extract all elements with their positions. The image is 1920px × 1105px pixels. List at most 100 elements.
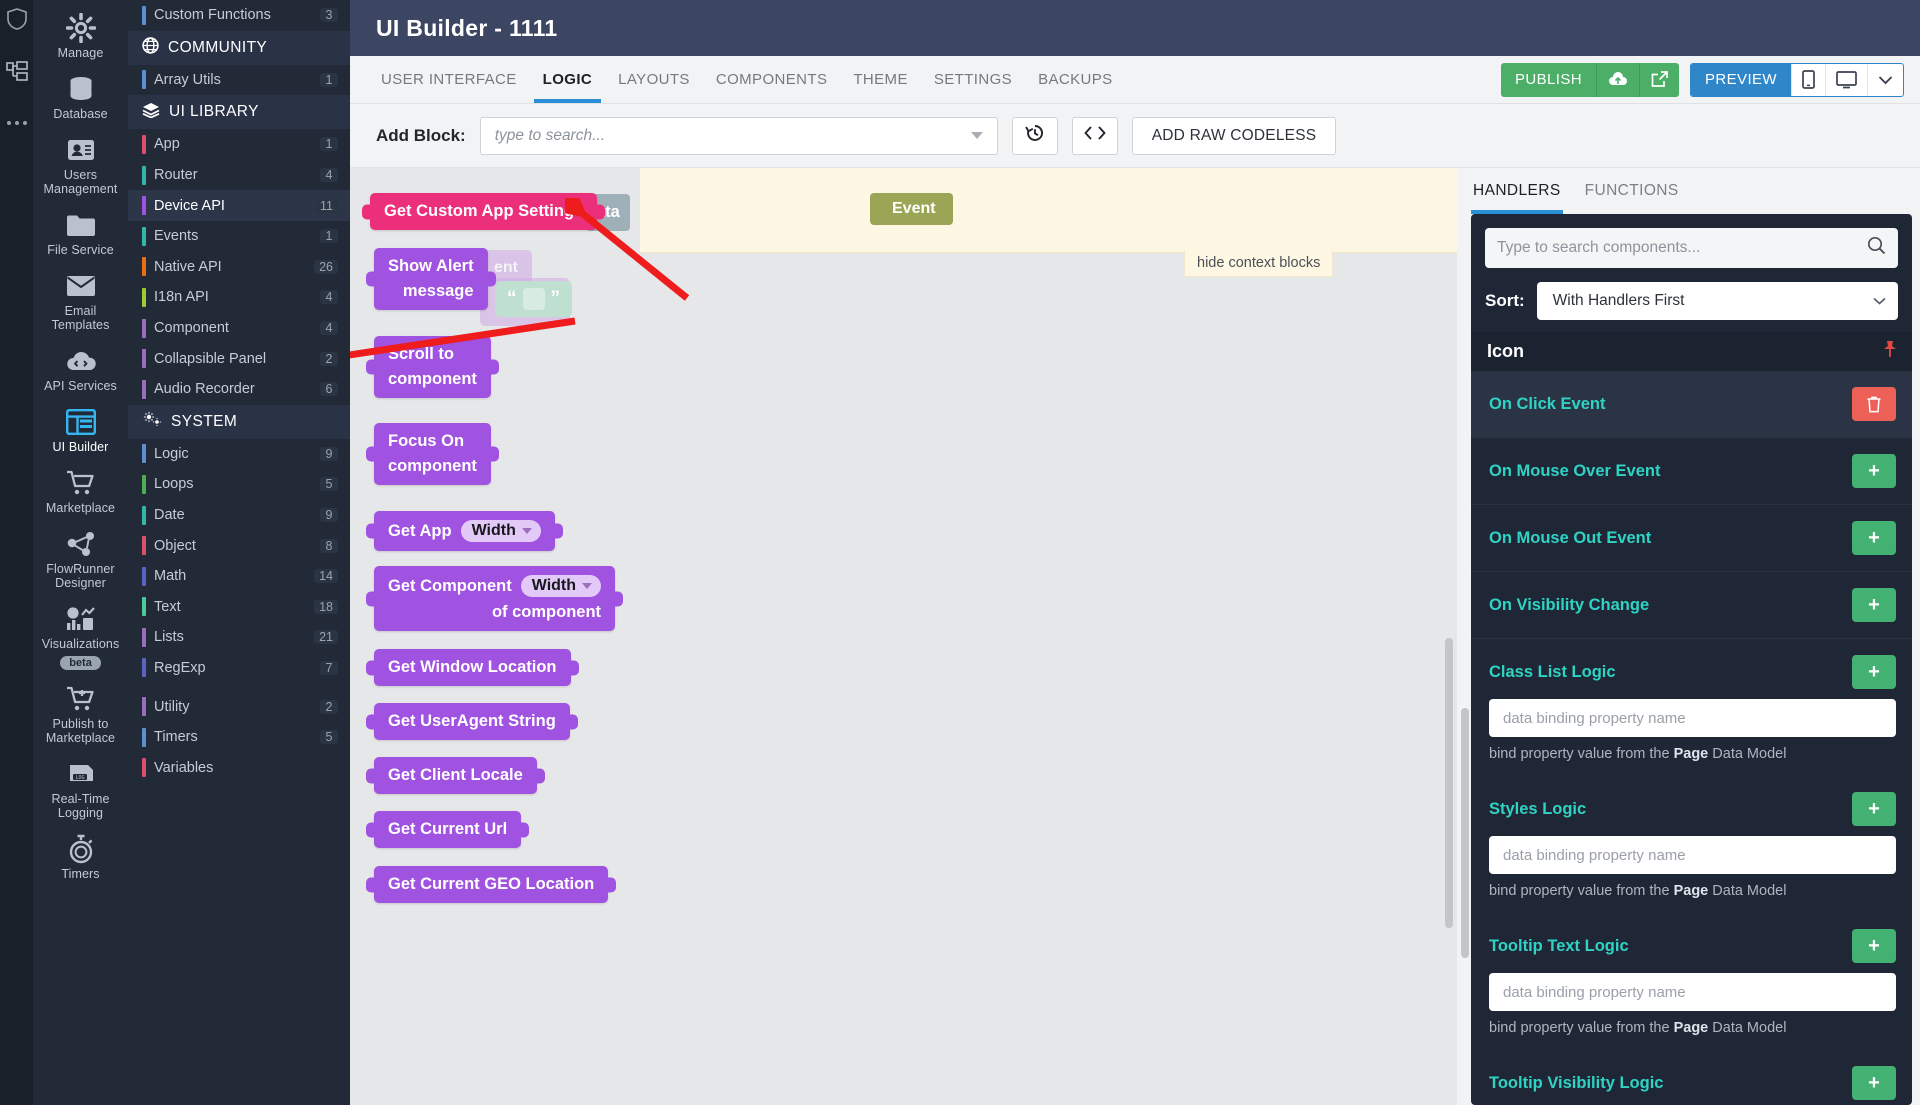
data-binding-input[interactable]: data binding property name xyxy=(1489,699,1896,737)
logic-section-styles-logic[interactable]: Styles Logic+ xyxy=(1471,776,1912,836)
desktop-icon[interactable] xyxy=(1825,63,1867,96)
canvas-scrollbar[interactable] xyxy=(1445,638,1453,928)
handler-row-on-visibility-change[interactable]: On Visibility Change+ xyxy=(1471,572,1912,639)
publish-button-group[interactable]: PUBLISH xyxy=(1501,62,1680,97)
mobile-icon[interactable] xyxy=(1791,63,1825,96)
tree-section-community[interactable]: COMMUNITY xyxy=(128,30,350,65)
tree-section-system[interactable]: SYSTEM xyxy=(128,404,350,439)
search-icon[interactable] xyxy=(1867,236,1886,260)
add-block-search[interactable] xyxy=(479,116,998,155)
add-logic-button[interactable]: + xyxy=(1852,929,1896,963)
sidebar-item-email-templates[interactable]: Email Templates xyxy=(33,264,128,339)
sitemap-icon[interactable] xyxy=(5,61,28,88)
publish-button[interactable]: PUBLISH xyxy=(1501,62,1598,97)
data-binding-input[interactable]: data binding property name xyxy=(1489,973,1896,1011)
external-link-icon[interactable] xyxy=(1640,62,1680,97)
blocks-canvas[interactable]: hide context blocks Event ata ent “ ” Ge… xyxy=(350,168,1457,1105)
more-icon[interactable] xyxy=(6,114,28,132)
chevron-down-icon[interactable] xyxy=(970,132,983,139)
component-search[interactable] xyxy=(1485,228,1898,268)
block-get-client-locale[interactable]: Get Client Locale xyxy=(366,757,545,794)
add-handler-button[interactable]: + xyxy=(1852,521,1896,555)
tree-section-ui-library[interactable]: UI LIBRARY xyxy=(128,95,350,130)
tab-logic[interactable]: LOGIC xyxy=(530,56,606,103)
cloud-upload-icon[interactable] xyxy=(1597,62,1641,97)
pin-icon[interactable] xyxy=(1882,340,1898,363)
block-get-useragent-string[interactable]: Get UserAgent String xyxy=(366,703,578,740)
add-handler-button[interactable]: + xyxy=(1852,588,1896,622)
add-logic-button[interactable]: + xyxy=(1852,1066,1896,1100)
sidebar-item-api-services[interactable]: API Services xyxy=(33,339,128,400)
tab-user-interface[interactable]: USER INTERFACE xyxy=(381,71,517,88)
sidebar-item-marketplace[interactable]: Marketplace xyxy=(33,461,128,522)
block-chip[interactable]: Width xyxy=(520,575,602,597)
handler-row-on-mouse-out-event[interactable]: On Mouse Out Event+ xyxy=(1471,505,1912,572)
sort-select[interactable]: With Handlers First xyxy=(1536,282,1898,320)
block-get-current-url[interactable]: Get Current Url xyxy=(366,811,530,848)
handler-row-on-mouse-over-event[interactable]: On Mouse Over Event+ xyxy=(1471,438,1912,505)
sidebar-item-manage[interactable]: Manage xyxy=(33,6,128,67)
sidebar-item-file-service[interactable]: File Service xyxy=(33,203,128,264)
right-panel-scrollbar[interactable] xyxy=(1461,708,1469,958)
handler-row-on-click-event[interactable]: On Click Event xyxy=(1471,371,1912,438)
add-logic-button[interactable]: + xyxy=(1852,792,1896,826)
block-chip[interactable]: Width xyxy=(460,520,541,542)
right-tab-functions[interactable]: FUNCTIONS xyxy=(1584,182,1679,199)
add-logic-button[interactable]: + xyxy=(1852,655,1896,689)
sidebar-item-flowrunner-designer[interactable]: FlowRunner Designer xyxy=(33,522,128,597)
sidebar-item-publish-to-marketplace[interactable]: Publish to Marketplace xyxy=(33,677,128,752)
add-handler-button[interactable]: + xyxy=(1852,454,1896,488)
tree-item-variables[interactable]: Variables xyxy=(128,752,350,783)
event-block[interactable]: Event xyxy=(870,193,953,225)
sidebar-item-timers[interactable]: Timers xyxy=(33,827,128,888)
code-button[interactable] xyxy=(1071,116,1118,155)
tab-theme[interactable]: THEME xyxy=(853,71,908,88)
logic-section-tooltip-text-logic[interactable]: Tooltip Text Logic+ xyxy=(1471,913,1912,973)
string-input-block[interactable]: “ ” xyxy=(495,281,572,317)
block-get-window-location[interactable]: Get Window Location xyxy=(366,649,579,686)
shield-icon[interactable] xyxy=(6,8,27,35)
sidebar-item-database[interactable]: Database xyxy=(33,67,128,128)
delete-handler-button[interactable] xyxy=(1852,387,1896,421)
component-search-input[interactable] xyxy=(1497,239,1859,257)
add-block-input[interactable] xyxy=(480,117,971,154)
logic-section-tooltip-visibility-logic[interactable]: Tooltip Visibility Logic+ xyxy=(1471,1050,1912,1105)
block-get-custom-app-settings[interactable]: Get Custom App Settings xyxy=(362,193,606,230)
preview-button-group[interactable]: PREVIEW xyxy=(1690,62,1904,97)
tab-layouts[interactable]: LAYOUTS xyxy=(618,71,690,88)
string-field[interactable] xyxy=(522,288,545,310)
chevron-down-icon[interactable] xyxy=(1867,63,1903,96)
add-raw-codeless-button[interactable]: ADD RAW CODELESS xyxy=(1131,116,1337,155)
hide-context-blocks-label[interactable]: hide context blocks xyxy=(1184,250,1334,277)
logic-section-class-list-logic[interactable]: Class List Logic+ xyxy=(1471,639,1912,699)
history-button[interactable] xyxy=(1011,116,1058,155)
right-tab-handlers[interactable]: HANDLERS xyxy=(1471,168,1563,214)
data-binding-input[interactable]: data binding property name xyxy=(1489,836,1896,874)
